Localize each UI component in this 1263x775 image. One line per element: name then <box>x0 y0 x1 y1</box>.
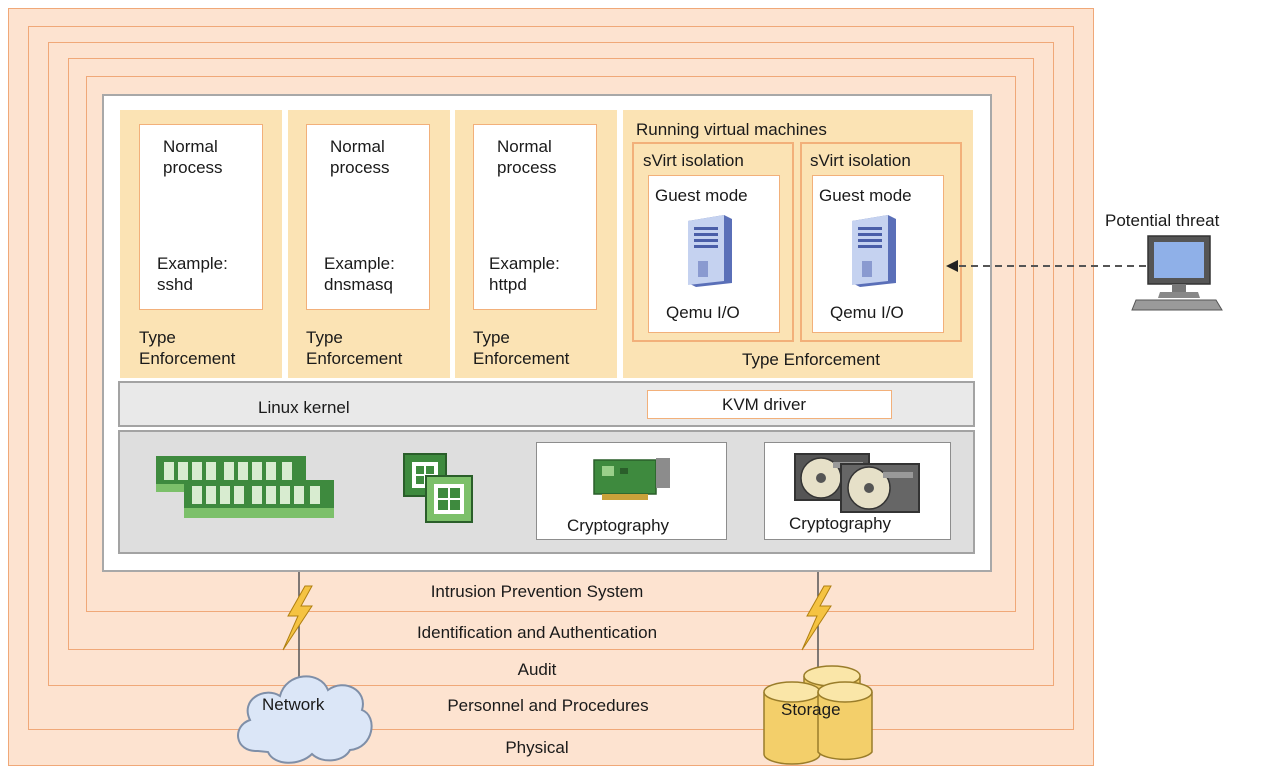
server-icon <box>688 215 732 287</box>
process-example: Example: dnsmasq <box>324 254 395 294</box>
storage-icon <box>763 665 873 765</box>
disk-drive-icon <box>794 453 920 513</box>
vm-title: Running virtual machines <box>636 120 827 139</box>
process-title: Normal process <box>497 137 557 177</box>
server-icon <box>852 215 896 287</box>
kvm-driver-box <box>647 390 892 419</box>
process-example: Example: sshd <box>157 254 228 294</box>
memory-icon <box>156 456 334 518</box>
crypto-label: Cryptography <box>789 514 892 533</box>
linux-kernel-label: Linux kernel <box>258 398 350 417</box>
process-enforcement: Type Enforcement <box>306 328 403 368</box>
layer-label-audit: Audit <box>517 660 557 679</box>
svirt-label: sVirt isolation <box>643 151 744 170</box>
qemu-label: Qemu I/O <box>830 303 904 322</box>
guest-label: Guest mode <box>819 186 912 205</box>
process-box-3 <box>473 124 597 310</box>
layer-label-personnel: Personnel and Procedures <box>447 696 649 715</box>
process-enforcement: Type Enforcement <box>139 328 236 368</box>
qemu-label: Qemu I/O <box>666 303 740 322</box>
vm-enforcement: Type Enforcement <box>742 350 880 369</box>
storage-label: Storage <box>781 700 841 719</box>
crypto-label: Cryptography <box>567 516 670 535</box>
process-box-1 <box>139 124 263 310</box>
process-example: Example: httpd <box>489 254 560 294</box>
network-label: Network <box>262 695 325 714</box>
svirt-label: sVirt isolation <box>810 151 911 170</box>
threat-label: Potential threat <box>1105 211 1220 230</box>
layer-label-identification: Identification and Authentication <box>416 623 658 642</box>
process-box-2 <box>306 124 430 310</box>
guest-label: Guest mode <box>655 186 748 205</box>
layer-label-physical: Physical <box>505 738 569 757</box>
process-title: Normal process <box>163 137 223 177</box>
network-cloud-icon <box>237 675 373 764</box>
cpu-icon <box>403 453 473 523</box>
process-enforcement: Type Enforcement <box>473 328 570 368</box>
computer-icon <box>1131 235 1223 311</box>
kvm-driver-label: KVM driver <box>722 395 807 414</box>
crypto-card-icon <box>593 458 670 500</box>
layer-label-intrusion: Intrusion Prevention System <box>430 582 644 601</box>
process-title: Normal process <box>330 137 390 177</box>
